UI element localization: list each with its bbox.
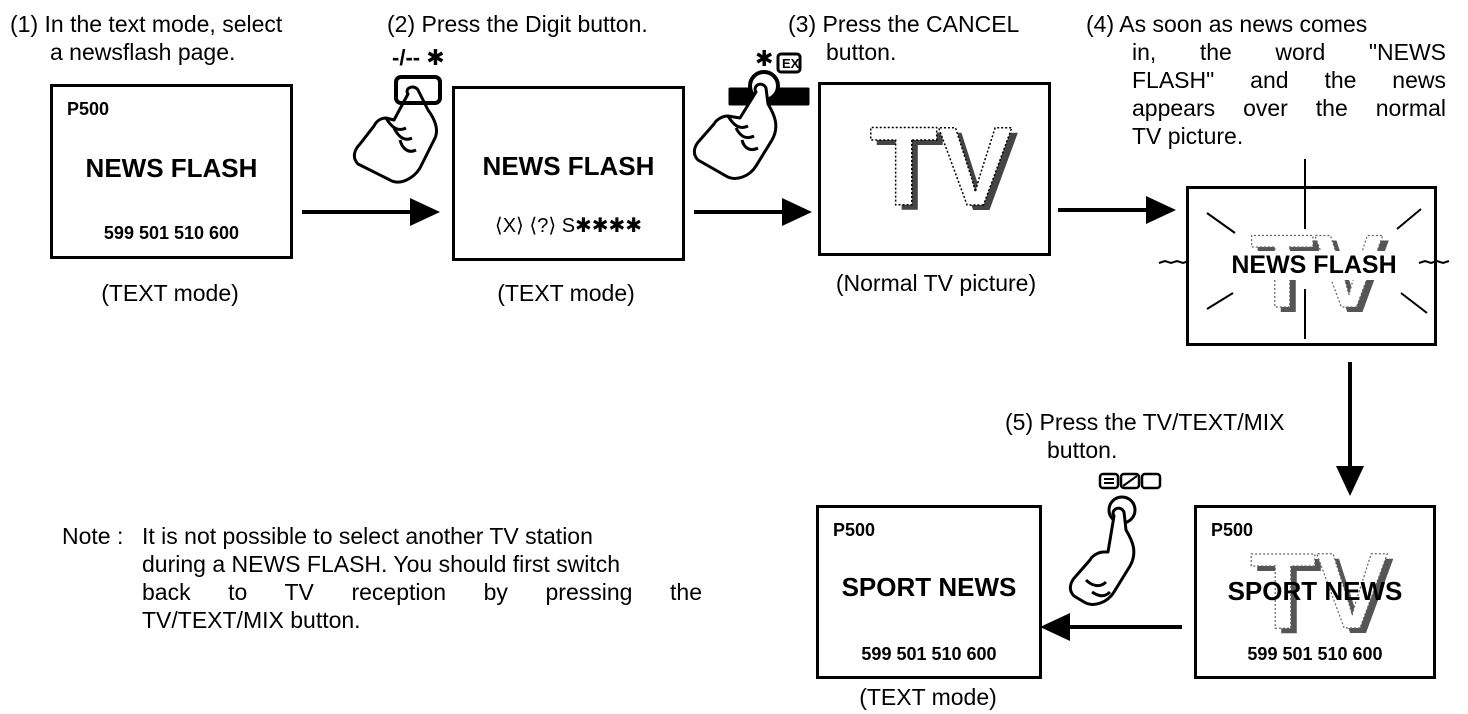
mode-label: (TEXT mode) xyxy=(101,280,239,306)
mode-label: (TEXT mode) xyxy=(859,684,997,710)
reveal-codes: ⟨X⟩ ⟨?⟩ S✱✱✱✱ xyxy=(494,215,643,237)
step-3-line: button. xyxy=(826,39,897,65)
screen-1-text-mode: P500 NEWS FLASH 599 501 510 600 xyxy=(50,84,293,259)
step-4-line: in, the word "NEWS xyxy=(1132,39,1446,65)
step-4-caption: (4) As soon as news comes in, the word "… xyxy=(1086,10,1446,150)
arrow-4-to-5 xyxy=(1336,362,1364,496)
hand-pressing-mix-button xyxy=(1068,472,1162,606)
step-2-line: (2) Press the Digit button. xyxy=(387,11,648,37)
headline: NEWS FLASH xyxy=(85,153,258,183)
digit-button-label: -/-- ✱ xyxy=(392,45,445,70)
arrow-2-to-3 xyxy=(694,198,812,226)
arrow-5-to-6 xyxy=(1040,613,1182,641)
page-list: 599 501 510 600 xyxy=(1247,644,1383,664)
note-line: TV/TEXT/MIX button. xyxy=(142,607,361,633)
screen-3-normal-tv: TV TV xyxy=(818,82,1051,256)
tv-logo-shadow: TV xyxy=(875,109,1018,234)
tv-logo-text: TV xyxy=(869,104,1012,229)
arrow-1-to-2 xyxy=(302,198,440,226)
mode-label: (TEXT mode) xyxy=(497,280,635,306)
step-5-line: button. xyxy=(1047,437,1118,463)
page-list: 599 501 510 600 xyxy=(103,223,240,243)
digit-button-icon xyxy=(394,75,442,105)
step-4-line: (4) As soon as news comes xyxy=(1086,11,1368,37)
screen-5-mix-mode: TV TV P500 SPORT NEWS 599 501 510 600 xyxy=(1194,505,1436,679)
step-3-caption: (3) Press the CANCEL button. xyxy=(788,10,1019,66)
step-2-caption: (2) Press the Digit button. xyxy=(387,10,648,38)
hand-icon xyxy=(692,82,778,180)
cancel-button-label: ✱ xyxy=(755,46,774,71)
screen-6-text-mode: P500 SPORT NEWS 599 501 510 600 xyxy=(816,505,1042,679)
arrow-3-to-4 xyxy=(1058,196,1176,224)
step-4-line: appears over the normal xyxy=(1132,95,1446,121)
step-1-caption: (1) In the text mode, select a newsflash… xyxy=(10,10,282,66)
page-number: P500 xyxy=(1211,520,1254,541)
step-5-line: (5) Press the TV/TEXT/MIX xyxy=(1005,409,1285,435)
step-1-line: a newsflash page. xyxy=(50,39,236,65)
step-3-line: (3) Press the CANCEL xyxy=(788,11,1020,37)
note-line: during a NEWS FLASH. You should first sw… xyxy=(142,551,621,577)
step-4-line: TV picture. xyxy=(1132,123,1244,149)
page-list: 599 501 510 600 xyxy=(861,644,997,664)
note-prefix: Note : xyxy=(62,523,124,549)
page-number: P500 xyxy=(833,520,876,540)
tv-logo: TV TV xyxy=(1249,529,1394,656)
step-1-line: (1) In the text mode, select xyxy=(10,11,283,37)
hand-pressing-digit-button xyxy=(352,75,442,184)
screen-2-text-mode: NEWS FLASH ⟨X⟩ ⟨?⟩ S✱✱✱✱ xyxy=(452,86,685,261)
hand-pressing-cancel-button: EX xyxy=(692,52,810,180)
step-5-caption: (5) Press the TV/TEXT/MIX button. xyxy=(1005,408,1284,464)
cancel-button-icon xyxy=(776,52,802,74)
step-4-line: FLASH" and the news xyxy=(1132,67,1446,93)
hand-icon xyxy=(352,85,438,184)
flash-lines xyxy=(1158,159,1450,265)
tv-logo: TV TV xyxy=(869,103,1019,234)
tv-logo-shadow: TV xyxy=(1256,535,1394,656)
flash-rays xyxy=(1206,208,1428,339)
headline: NEWS FLASH xyxy=(1214,251,1414,280)
hand-icon xyxy=(1068,506,1136,606)
note-line: back to TV reception by pressing the xyxy=(142,579,702,605)
svg-text:EX: EX xyxy=(782,56,800,71)
mode-label: (Normal TV picture) xyxy=(835,270,1037,296)
headline: SPORT NEWS xyxy=(1227,576,1403,606)
page-number: P500 xyxy=(67,99,110,119)
note-line: It is not possible to select another TV … xyxy=(142,523,593,549)
headline: SPORT NEWS xyxy=(841,572,1017,602)
screen-4-news-flash: TV TV NEWS FLASH xyxy=(1158,159,1450,346)
tv-logo-text: TV xyxy=(1250,530,1388,651)
mode-buttons-icon xyxy=(1098,472,1162,490)
headline: NEWS FLASH xyxy=(482,151,655,181)
